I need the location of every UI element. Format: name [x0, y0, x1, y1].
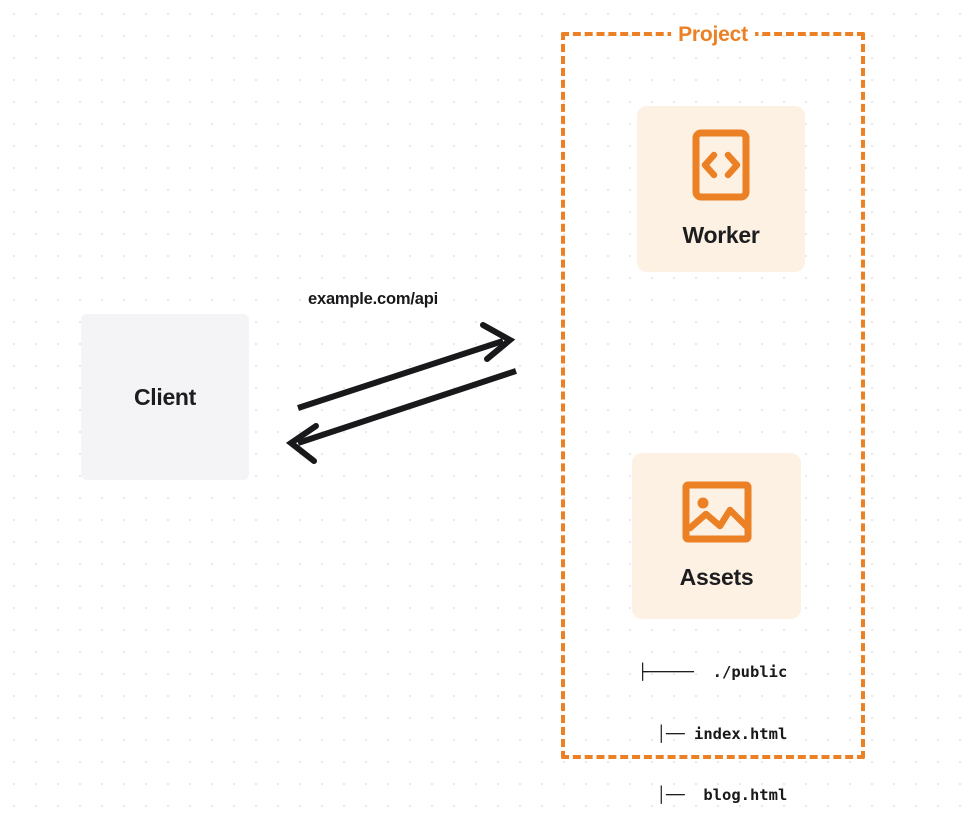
worker-node-label: Worker	[682, 222, 760, 248]
code-brackets-icon	[692, 129, 750, 206]
assets-node[interactable]: Assets	[632, 453, 801, 619]
project-boundary: Project Worker Assets ├───── ./public │─…	[561, 23, 865, 804]
image-photo-icon	[682, 481, 752, 548]
connection-label: example.com/api	[308, 290, 438, 308]
assets-file-tree: ├───── ./public │── index.html │── blog.…	[610, 621, 787, 818]
file-tree-row-index: │── index.html	[610, 724, 788, 743]
file-tree-row-blog: │── blog.html	[610, 786, 788, 804]
file-tree-row-root: ├───── ./public	[638, 663, 788, 681]
assets-node-label: Assets	[679, 564, 754, 590]
client-node[interactable]: Client	[81, 314, 249, 480]
client-node-label: Client	[133, 383, 197, 410]
outbound-arrow	[297, 322, 516, 411]
project-title: Project	[671, 23, 755, 47]
worker-node[interactable]: Worker	[637, 106, 805, 272]
inbound-arrow	[285, 368, 517, 464]
